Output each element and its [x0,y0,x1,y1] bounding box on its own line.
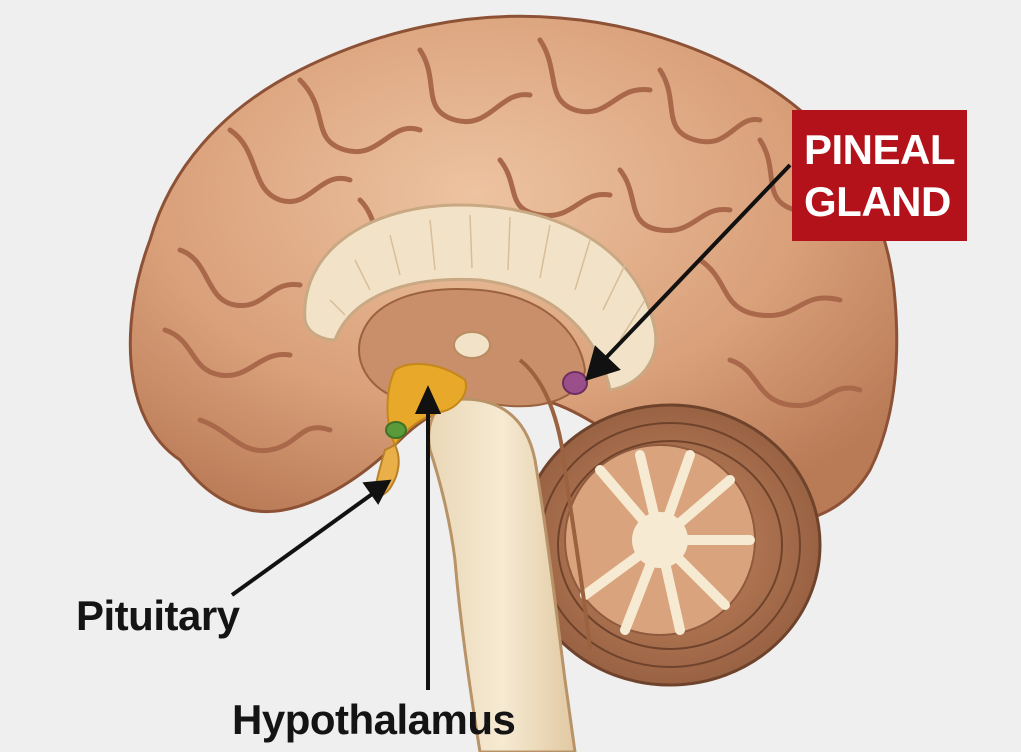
pineal-label-line1: PINEAL [804,124,967,176]
pineal-gland [563,372,587,394]
optic-chiasm [386,422,406,438]
pineal-gland-callout: PINEAL GLAND [792,110,967,241]
arbor-vitae [565,445,755,635]
pituitary-label: Pituitary [76,592,240,640]
hypothalamus-label: Hypothalamus [232,696,515,744]
pineal-label-line2: GLAND [804,176,967,228]
interthalamic-adhesion [454,332,490,358]
